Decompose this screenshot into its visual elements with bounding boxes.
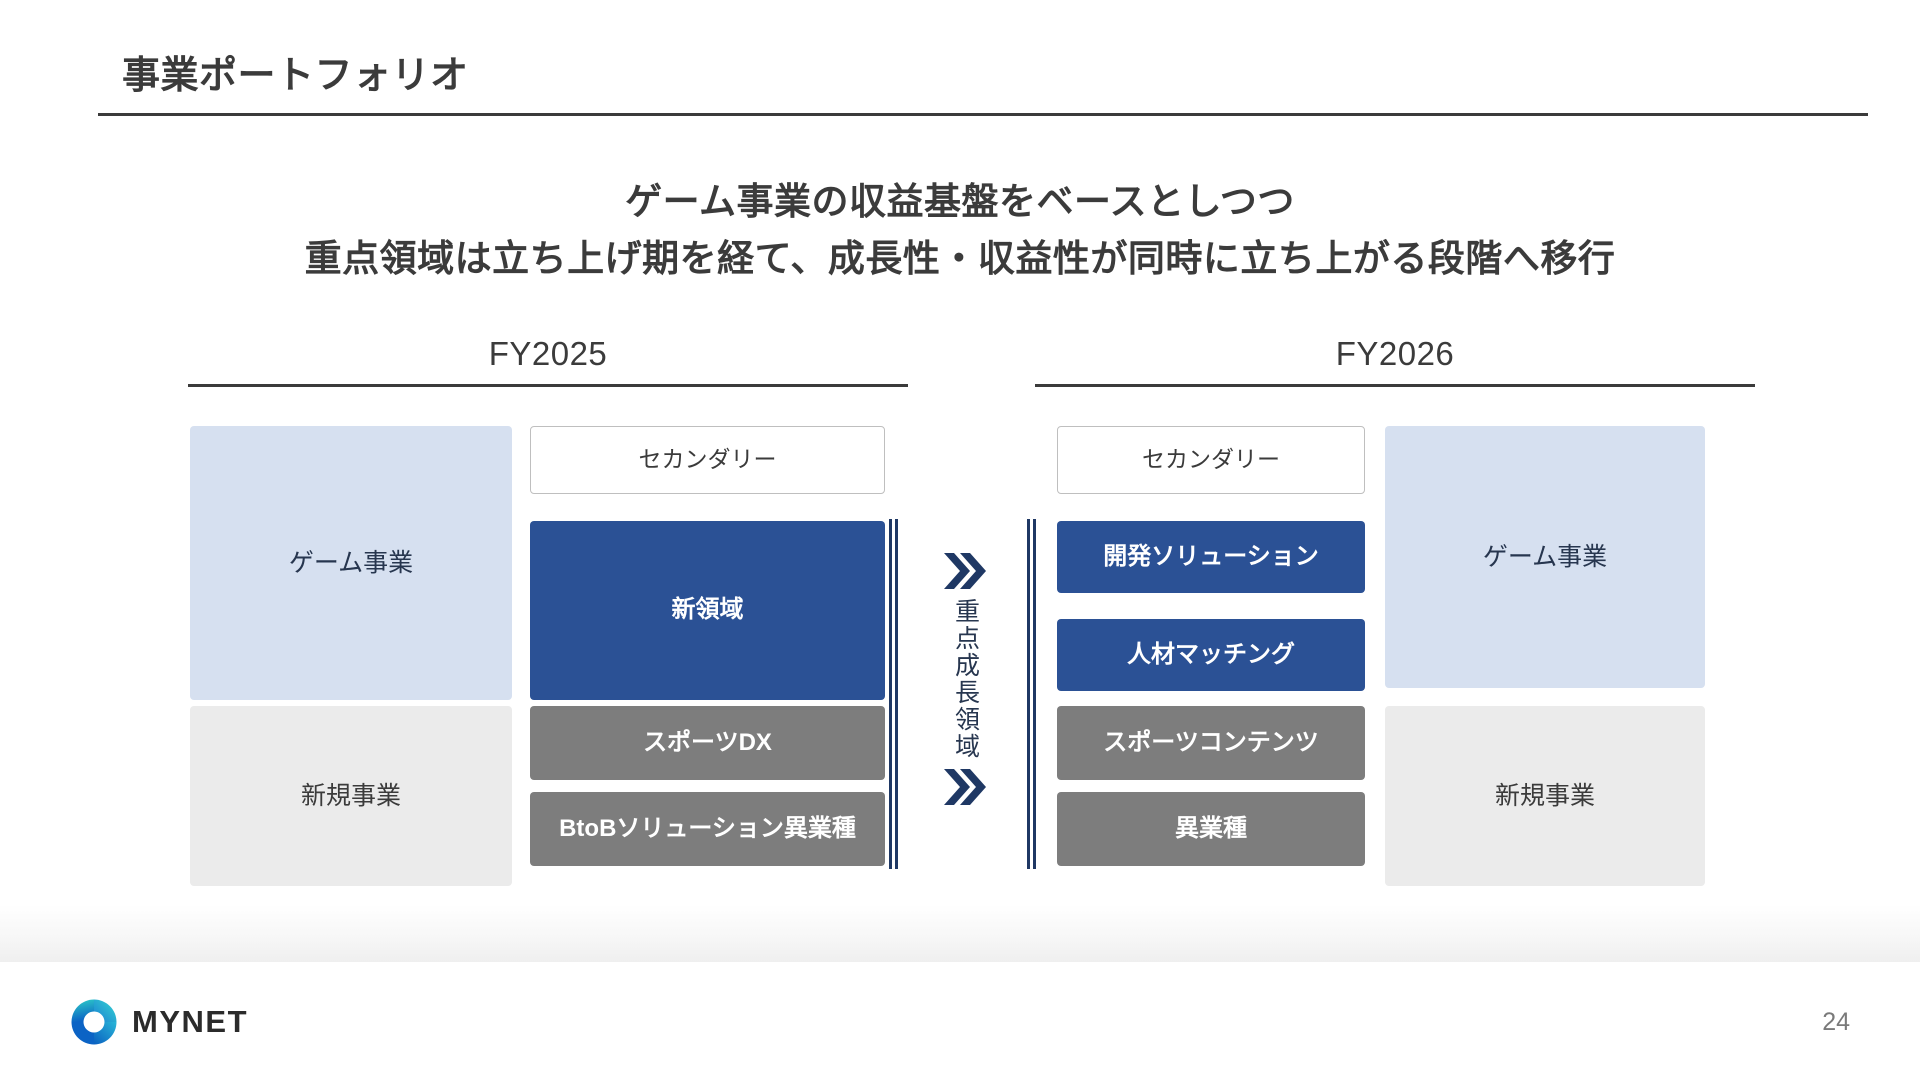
column-header-fy2025: FY2025 — [188, 334, 908, 387]
fy2026-label: FY2026 — [1335, 335, 1455, 372]
fy2026-item-secondary: セカンダリー — [1057, 426, 1365, 494]
fy2025-item-new-domain: 新領域 — [530, 521, 885, 700]
page-title: 事業ポートフォリオ — [122, 55, 469, 97]
fy2026-item-other-industry: 異業種 — [1057, 792, 1365, 866]
fy2025-label: FY2025 — [488, 335, 608, 372]
fy2026-item-development-solution: 開発ソリューション — [1057, 521, 1365, 593]
fy2025-item-sports-dx: スポーツDX — [530, 706, 885, 780]
footer-gradient-band — [0, 905, 1920, 962]
footer-logo: MYNET — [70, 998, 248, 1046]
center-vertical-label: 重点成長領域 — [951, 598, 980, 760]
subtitle-block: ゲーム事業の収益基盤をベースとしつつ 重点領域は立ち上げ期を経て、成長性・収益性… — [0, 176, 1920, 290]
fy2025-underline — [188, 384, 908, 387]
fy2026-item-sports-content: スポーツコンテンツ — [1057, 706, 1365, 780]
fy2026-category-new-business: 新規事業 — [1385, 706, 1705, 886]
fy2025-category-new-business: 新規事業 — [190, 706, 512, 886]
center-divider-right — [1027, 519, 1036, 869]
title-divider — [98, 113, 1868, 116]
fy2025-item-btob-solution: BtoBソリューション異業種 — [530, 792, 885, 866]
column-header-fy2026: FY2026 — [1035, 334, 1755, 387]
page-number: 24 — [1822, 1008, 1850, 1036]
fy2026-underline — [1035, 384, 1755, 387]
fy2025-item-secondary: セカンダリー — [530, 426, 885, 494]
brand-name: MYNET — [132, 1004, 248, 1039]
fy2026-item-talent-matching: 人材マッチング — [1057, 619, 1365, 691]
mynet-ring-logo-icon — [71, 999, 117, 1045]
subtitle-line-2: 重点領域は立ち上げ期を経て、成長性・収益性が同時に立ち上がる段階へ移行 — [304, 238, 1616, 279]
center-divider-left — [889, 519, 898, 869]
fy2025-category-game: ゲーム事業 — [190, 426, 512, 700]
fy2026-category-game: ゲーム事業 — [1385, 426, 1705, 688]
subtitle-line-1: ゲーム事業の収益基盤をベースとしつつ — [625, 181, 1295, 222]
double-chevron-right-icon-top — [944, 553, 986, 589]
double-chevron-right-icon-bottom — [944, 769, 986, 805]
center-emphasis-band: 重点成長領域 — [920, 540, 1010, 860]
